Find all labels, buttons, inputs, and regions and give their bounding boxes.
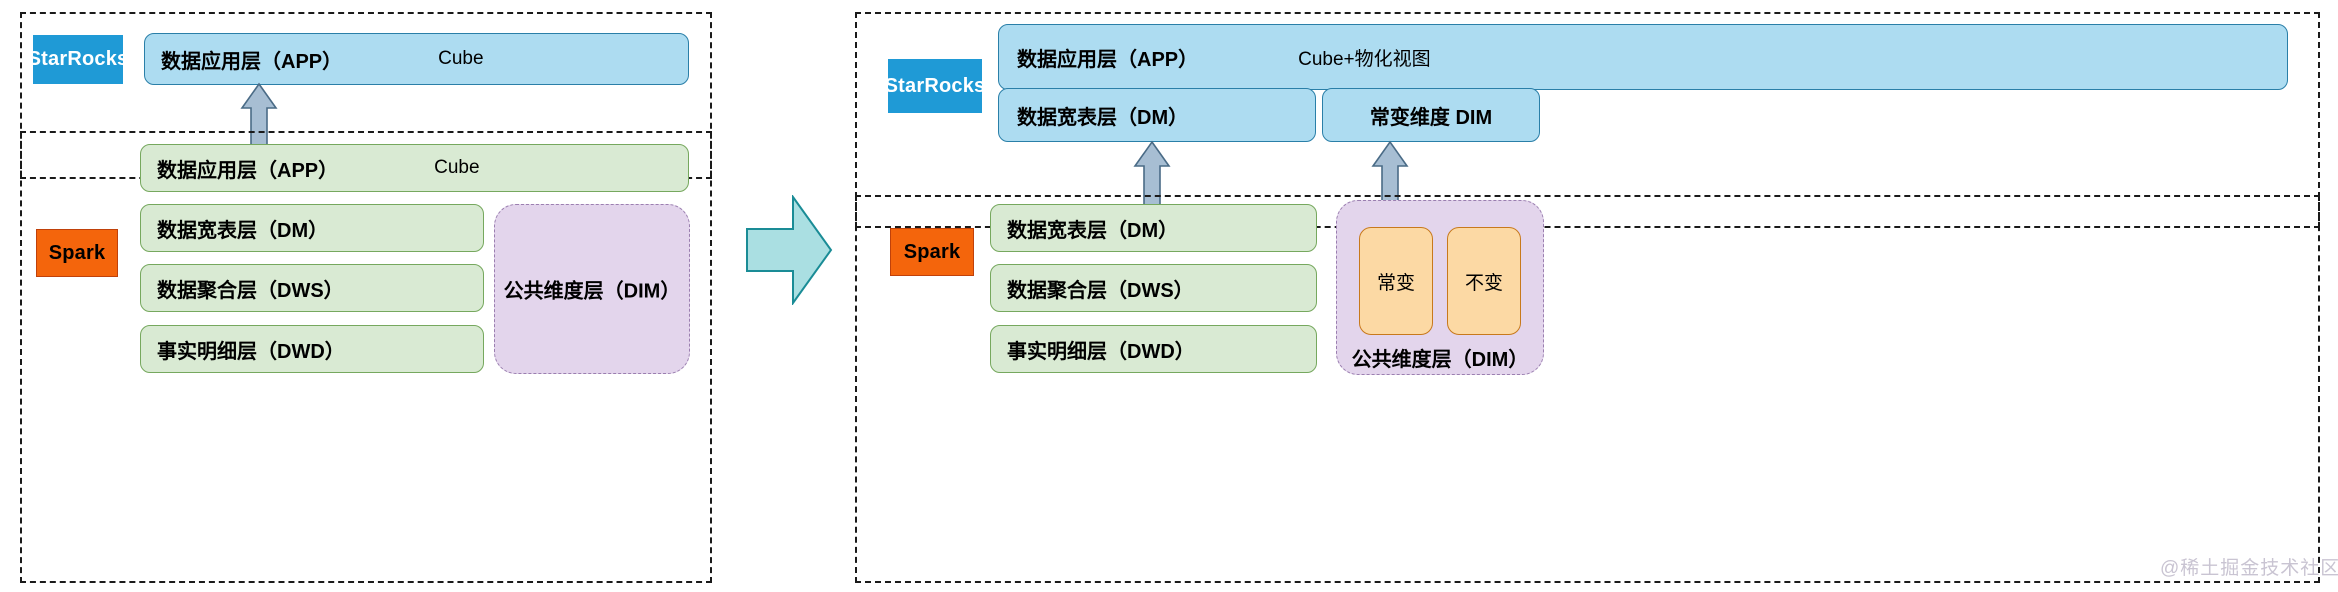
right-dim-child-static: 不变: [1447, 227, 1521, 335]
left-starrocks-app-label: 数据应用层（APP）: [161, 50, 343, 73]
right-dim-group: 常变 不变 公共维度层（DIM）: [1336, 200, 1544, 375]
right-dim-child-changing: 常变: [1359, 227, 1433, 335]
left-spark-app-box: 数据应用层（APP） Cube: [140, 144, 689, 192]
right-starrocks-panel: [855, 12, 2320, 228]
left-spark-dwd-box: 事实明细层（DWD）: [140, 325, 484, 373]
left-starrocks-badge-label: StarRocks: [27, 48, 129, 70]
right-spark-badge-label: Spark: [903, 240, 961, 263]
right-spark-badge: Spark: [890, 228, 974, 276]
left-dim-caption: 公共维度层（DIM）: [503, 280, 681, 303]
right-dim-caption: 公共维度层（DIM）: [1351, 349, 1529, 371]
right-spark-dws-label: 数据聚合层（DWS）: [1007, 279, 1194, 302]
left-spark-badge-label: Spark: [48, 241, 106, 264]
left-spark-dm-box: 数据宽表层（DM）: [140, 204, 484, 252]
right-starrocks-app-box: 数据应用层（APP） Cube+物化视图: [998, 24, 2288, 90]
center-transition-arrow: [746, 195, 833, 305]
right-spark-panel: [855, 195, 2320, 583]
right-spark-dwd-label: 事实明细层（DWD）: [1007, 340, 1195, 363]
right-starrocks-dim-label: 常变维度 DIM: [1369, 106, 1493, 129]
right-starrocks-badge-label: StarRocks: [884, 74, 986, 97]
left-spark-dm-label: 数据宽表层（DM）: [157, 219, 329, 242]
left-spark-dws-box: 数据聚合层（DWS）: [140, 264, 484, 312]
right-starrocks-badge: StarRocks: [885, 59, 985, 113]
right-starrocks-dm-box: 数据宽表层（DM）: [998, 88, 1316, 142]
right-spark-dws-box: 数据聚合层（DWS）: [990, 264, 1317, 312]
left-spark-app-sub: Cube: [434, 157, 480, 178]
right-dim-child-changing-label: 常变: [1376, 272, 1415, 294]
right-spark-dm-label: 数据宽表层（DM）: [1007, 219, 1179, 242]
right-dim-child-static-label: 不变: [1464, 272, 1503, 294]
right-spark-dm-box: 数据宽表层（DM）: [990, 204, 1317, 252]
left-spark-badge: Spark: [36, 229, 118, 277]
right-starrocks-app-label: 数据应用层（APP）: [1017, 48, 1199, 71]
right-starrocks-dm-label: 数据宽表层（DM）: [1017, 106, 1189, 129]
left-dim-group: 公共维度层（DIM）: [494, 204, 690, 374]
right-spark-dwd-box: 事实明细层（DWD）: [990, 325, 1317, 373]
right-starrocks-app-sub: Cube+物化视图: [1298, 48, 1431, 70]
left-starrocks-app-sub: Cube: [438, 48, 484, 69]
right-starrocks-dim-box: 常变维度 DIM: [1322, 88, 1540, 142]
left-spark-dws-label: 数据聚合层（DWS）: [157, 279, 344, 302]
left-starrocks-badge: StarRocks: [28, 35, 128, 84]
watermark: @稀土掘金技术社区: [2160, 558, 2338, 579]
left-spark-panel: [20, 131, 712, 583]
left-starrocks-app-box: 数据应用层（APP） Cube: [144, 33, 689, 85]
left-spark-app-label: 数据应用层（APP）: [157, 159, 339, 182]
left-spark-dwd-label: 事实明细层（DWD）: [157, 340, 345, 363]
